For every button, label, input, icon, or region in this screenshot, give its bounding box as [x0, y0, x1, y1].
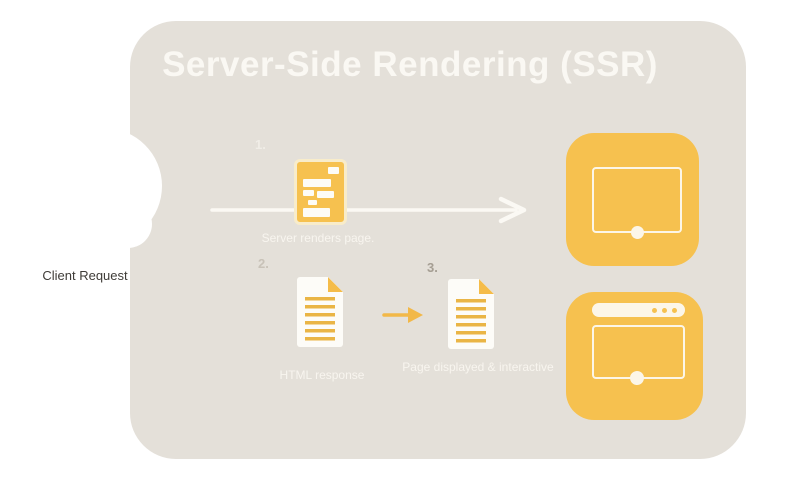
step3-label: Page displayed & interactive	[402, 360, 554, 374]
step2-number: 2.	[258, 256, 269, 271]
request-arrow-right-icon	[210, 196, 527, 224]
page-block	[303, 179, 331, 187]
home-button-dot	[631, 226, 644, 239]
client-request-label: Client Request	[42, 268, 128, 283]
home-button-dot	[630, 371, 644, 385]
rendered-page-icon	[294, 159, 347, 225]
toolbar-dot	[662, 307, 667, 313]
step1-label: Server renders page.	[261, 231, 375, 245]
step3-number: 3.	[427, 260, 438, 275]
page-block	[317, 191, 334, 198]
step1-number: 1.	[255, 137, 266, 152]
step2-label: HTML response	[279, 368, 365, 382]
browser-window-icon	[566, 292, 703, 420]
html-document-icon	[297, 277, 343, 347]
toolbar-dot	[672, 307, 677, 313]
toolbar-dot	[652, 307, 657, 313]
page-block	[328, 167, 339, 174]
transform-arrow-right-icon	[382, 307, 423, 323]
cloud-icon	[6, 126, 162, 264]
page-block	[303, 208, 330, 217]
tablet-screen-icon	[566, 133, 699, 266]
screen-outline	[592, 167, 682, 233]
diagram-title: Server-Side Rendering (SSR)	[162, 45, 658, 84]
text-lines	[305, 297, 335, 341]
page-block	[303, 190, 314, 196]
text-lines	[456, 299, 486, 343]
interactive-document-icon	[448, 279, 494, 349]
browser-toolbar	[592, 303, 685, 317]
page-block	[308, 200, 317, 205]
